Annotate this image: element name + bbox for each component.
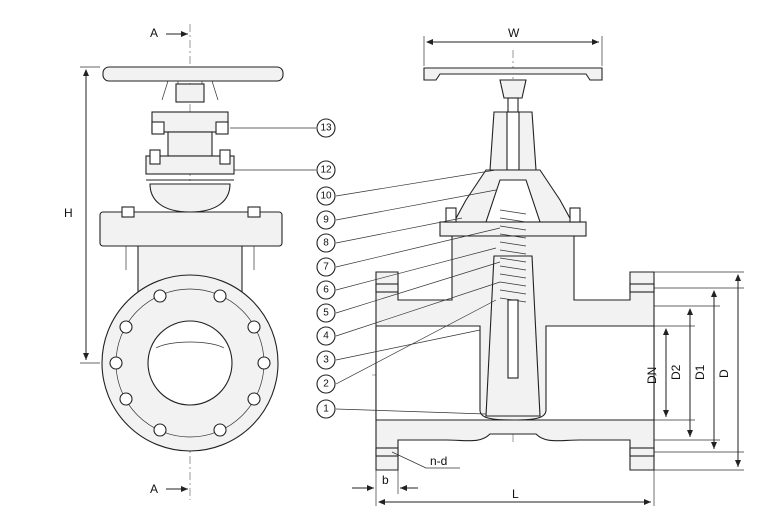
- handwheel-hub: [175, 83, 205, 103]
- callout-6-circle: [316, 280, 336, 300]
- bolt-hole: [213, 289, 227, 303]
- callout-6-leader: [335, 247, 497, 291]
- callout-7: 7: [323, 262, 329, 273]
- bolt-hole: [247, 320, 261, 334]
- callout-2-leader: [335, 299, 497, 385]
- nd-leader: [391, 451, 427, 469]
- callout-8-circle: [316, 233, 336, 253]
- bolt-left-mid: [149, 149, 161, 165]
- callout-9-circle: [316, 210, 336, 230]
- bolt-hole: [119, 392, 133, 406]
- callout-3-circle: [316, 350, 336, 370]
- callout-9-leader: [335, 189, 497, 221]
- callout-12: 12: [320, 165, 332, 176]
- callouts: 13 12 10 9 8 7 6 5 4 3: [230, 118, 501, 419]
- dimension-l: L: [512, 487, 519, 501]
- callout-10: 10: [320, 191, 332, 202]
- stem-lower: [507, 299, 519, 379]
- flange-bolt: [375, 447, 399, 457]
- callout-8-leader: [335, 217, 463, 244]
- handwheel: [102, 66, 284, 82]
- bonnet-flange-section: [439, 221, 587, 237]
- flange-bolt: [629, 447, 655, 457]
- bolt-hole: [153, 423, 167, 437]
- callout-10-circle: [316, 186, 336, 206]
- callout-5-leader: [335, 261, 501, 314]
- flange-bolt-right: [247, 206, 261, 218]
- bolt-hole: [109, 356, 123, 370]
- callout-1-circle: [316, 399, 336, 419]
- section-view: W: [352, 26, 744, 506]
- bolt-right-mid: [219, 149, 231, 165]
- gate-edge: [155, 341, 225, 349]
- dimension-h: H: [64, 206, 73, 220]
- callout-3-leader: [335, 329, 481, 361]
- callout-10-leader: [335, 169, 497, 197]
- dimension-d2: D2: [669, 364, 683, 380]
- callout-1-leader: [335, 408, 487, 415]
- callout-5: 5: [323, 308, 329, 319]
- callout-5-circle: [316, 303, 336, 323]
- section-mark-top: A: [150, 26, 158, 40]
- gland-bore: [506, 111, 520, 171]
- dimension-d1: D1: [693, 364, 707, 380]
- callout-4-circle: [316, 326, 336, 346]
- callout-3: 3: [323, 355, 329, 366]
- section-mark-bottom: A: [150, 482, 158, 496]
- callout-1: 1: [323, 404, 329, 415]
- callout-2: 2: [323, 379, 329, 390]
- bolt-left-top: [151, 121, 165, 135]
- callout-2-circle: [316, 374, 336, 394]
- bore: [147, 320, 233, 406]
- callout-7-circle: [316, 257, 336, 277]
- dimension-dn: DN: [645, 367, 659, 384]
- callout-12-circle: [316, 160, 336, 180]
- callout-13-circle: [316, 118, 336, 138]
- callout-13: 13: [320, 123, 332, 134]
- dimension-d: D: [717, 369, 731, 378]
- callout-4-leader: [335, 281, 501, 337]
- bonnet-dome: [149, 183, 231, 213]
- bonnet-bolt-right: [569, 207, 581, 223]
- flange-bolt-left: [121, 206, 135, 218]
- dimension-w: W: [508, 26, 520, 40]
- bolt-hole: [153, 289, 167, 303]
- bolt-hole: [257, 356, 271, 370]
- handwheel-section: [423, 67, 603, 81]
- callout-9: 9: [323, 215, 329, 226]
- bolt-hole: [119, 320, 133, 334]
- callout-8: 8: [323, 238, 329, 249]
- dimension-nd: n-d: [430, 454, 447, 468]
- front-view: A A: [64, 24, 284, 500]
- callout-4: 4: [323, 331, 329, 342]
- flange-bolt: [629, 283, 655, 293]
- wheel-hub-section: [499, 79, 527, 99]
- stem-threads: [499, 209, 527, 303]
- callout-6: 6: [323, 285, 329, 296]
- bolt-hole: [213, 423, 227, 437]
- callout-7-leader: [335, 227, 501, 268]
- flange-bolt: [375, 283, 399, 293]
- bonnet-bolt-left: [445, 207, 457, 223]
- bolt-right-top: [215, 121, 229, 135]
- bolt-hole: [247, 392, 261, 406]
- bolt-holes: [109, 289, 271, 437]
- dimension-b: b: [382, 473, 389, 487]
- handwheel-spokes: [161, 80, 219, 101]
- bonnet-flange: [145, 155, 235, 175]
- gland: [167, 131, 213, 157]
